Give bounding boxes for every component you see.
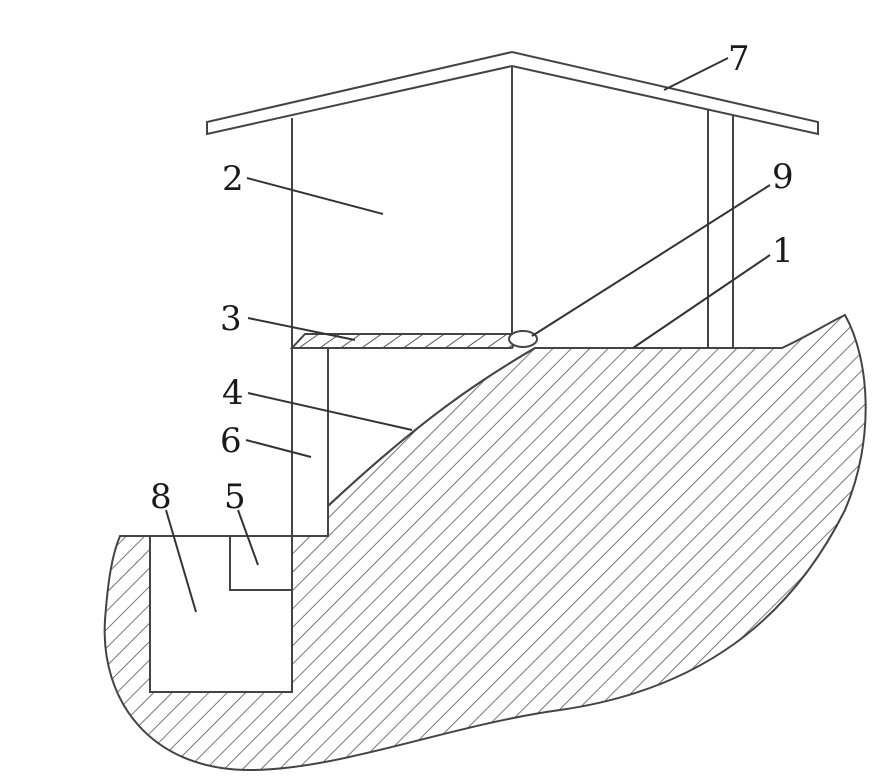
leader-4 [247,392,413,431]
leader-9 [531,184,771,337]
label-2: 2 [222,159,244,199]
label-6: 6 [220,421,242,461]
leader-2 [246,177,384,215]
leader-5 [237,509,259,566]
leader-6 [245,439,312,458]
label-5: 5 [224,477,246,517]
pit-8 [149,535,293,693]
roof-7 [206,50,819,136]
recess-5 [229,536,292,591]
leader-3 [247,317,356,341]
slope-4 [327,347,536,507]
label-1: 1 [772,231,794,271]
label-9: 9 [772,157,794,197]
label-3: 3 [220,299,242,339]
label-8: 8 [150,477,172,517]
leader-8 [165,509,197,613]
leader-1 [632,254,771,349]
fitting-9 [508,330,538,348]
label-7: 7 [728,39,750,79]
leader-7 [663,57,729,91]
wall-6-inner [292,347,329,506]
strip-3 [289,333,522,349]
label-4: 4 [222,373,244,413]
